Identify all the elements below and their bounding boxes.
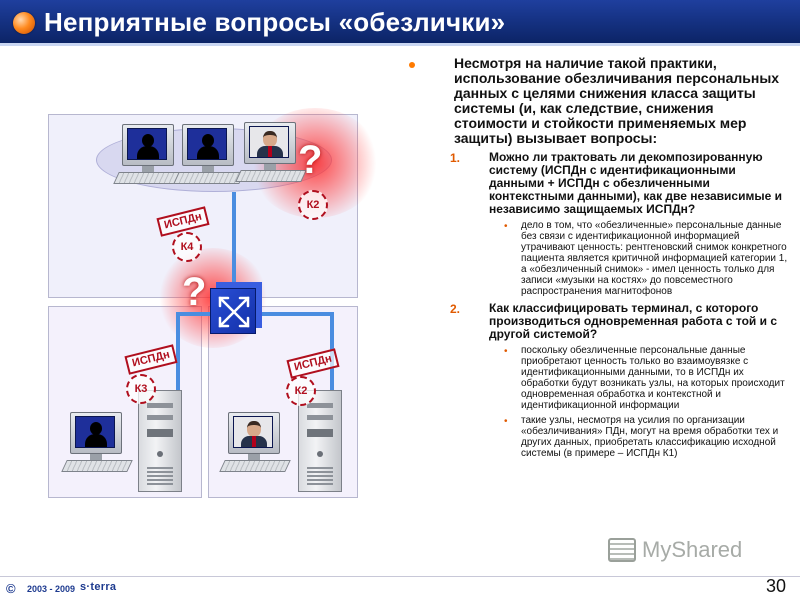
page-number: 30	[766, 576, 787, 596]
item-number: 2.	[450, 302, 461, 316]
question-mark-switch: ?	[182, 270, 207, 314]
item-text: Можно ли трактовать ли декомпозированную…	[489, 150, 782, 216]
copyright-years: 2003 - 2009	[27, 584, 76, 594]
main-bullet-text: Несмотря на наличие такой практики, испо…	[454, 55, 780, 146]
title-bullet-icon	[13, 12, 35, 34]
pc-tower-left-icon	[138, 390, 182, 492]
question-mark-top: ?	[298, 138, 323, 182]
item-number: 1.	[450, 151, 461, 165]
copyright-icon: ©	[6, 581, 16, 596]
workstation-monitor-2	[173, 124, 245, 186]
workstation-monitor-5	[219, 412, 291, 474]
main-bullet: Несмотря на наличие такой практики, испо…	[406, 56, 790, 146]
footer-divider	[0, 576, 800, 577]
sub-item: • такие узлы, несмотря на усилия по орга…	[406, 415, 790, 459]
sub-item-text: такие узлы, несмотря на усилия по органи…	[521, 415, 779, 459]
slide-content: Несмотря на наличие такой практики, испо…	[406, 56, 790, 459]
sub-item-text: поскольку обезличенные персональные данн…	[521, 345, 785, 411]
seal-k2-bottom: К2	[286, 376, 316, 406]
title-bar: Неприятные вопросы «обезлички»	[0, 0, 800, 46]
watermark: MyShared	[608, 536, 768, 566]
pc-tower-right-icon	[298, 390, 342, 492]
network-line-up	[232, 192, 236, 290]
numbered-item-2: 2. Как классифицировать терминал, с кото…	[406, 302, 790, 341]
sub-item-text: дело в том, что «обезличенные» персональ…	[521, 220, 788, 297]
slide-title: Неприятные вопросы «обезлички»	[44, 7, 506, 37]
seal-k3: К3	[126, 374, 156, 404]
workstation-monitor-3	[235, 122, 307, 184]
workstation-monitor-1	[113, 124, 185, 186]
numbered-item-1: 1. Можно ли трактовать ли декомпозирован…	[406, 151, 790, 216]
sub-bullet-icon: •	[504, 346, 508, 357]
seal-k4: К4	[172, 232, 202, 262]
workstation-monitor-4	[61, 412, 133, 474]
sub-bullet-icon: •	[504, 221, 508, 232]
brand-logo: s·terra	[80, 581, 117, 593]
sub-item: • дело в том, что «обезличенные» персона…	[406, 220, 790, 297]
sub-item: • поскольку обезличенные персональные да…	[406, 345, 790, 411]
seal-k2-top: К2	[298, 190, 328, 220]
orange-bullet-icon	[409, 62, 415, 68]
sub-bullet-icon: •	[504, 416, 508, 427]
network-line-right	[256, 312, 334, 316]
network-switch-icon	[210, 288, 256, 334]
presentation-board-icon	[608, 538, 636, 562]
network-line-left-down	[176, 312, 180, 404]
watermark-text: MyShared	[642, 537, 743, 562]
item-text: Как классифицировать терминал, с которог…	[489, 301, 778, 341]
network-line-left	[178, 312, 212, 316]
